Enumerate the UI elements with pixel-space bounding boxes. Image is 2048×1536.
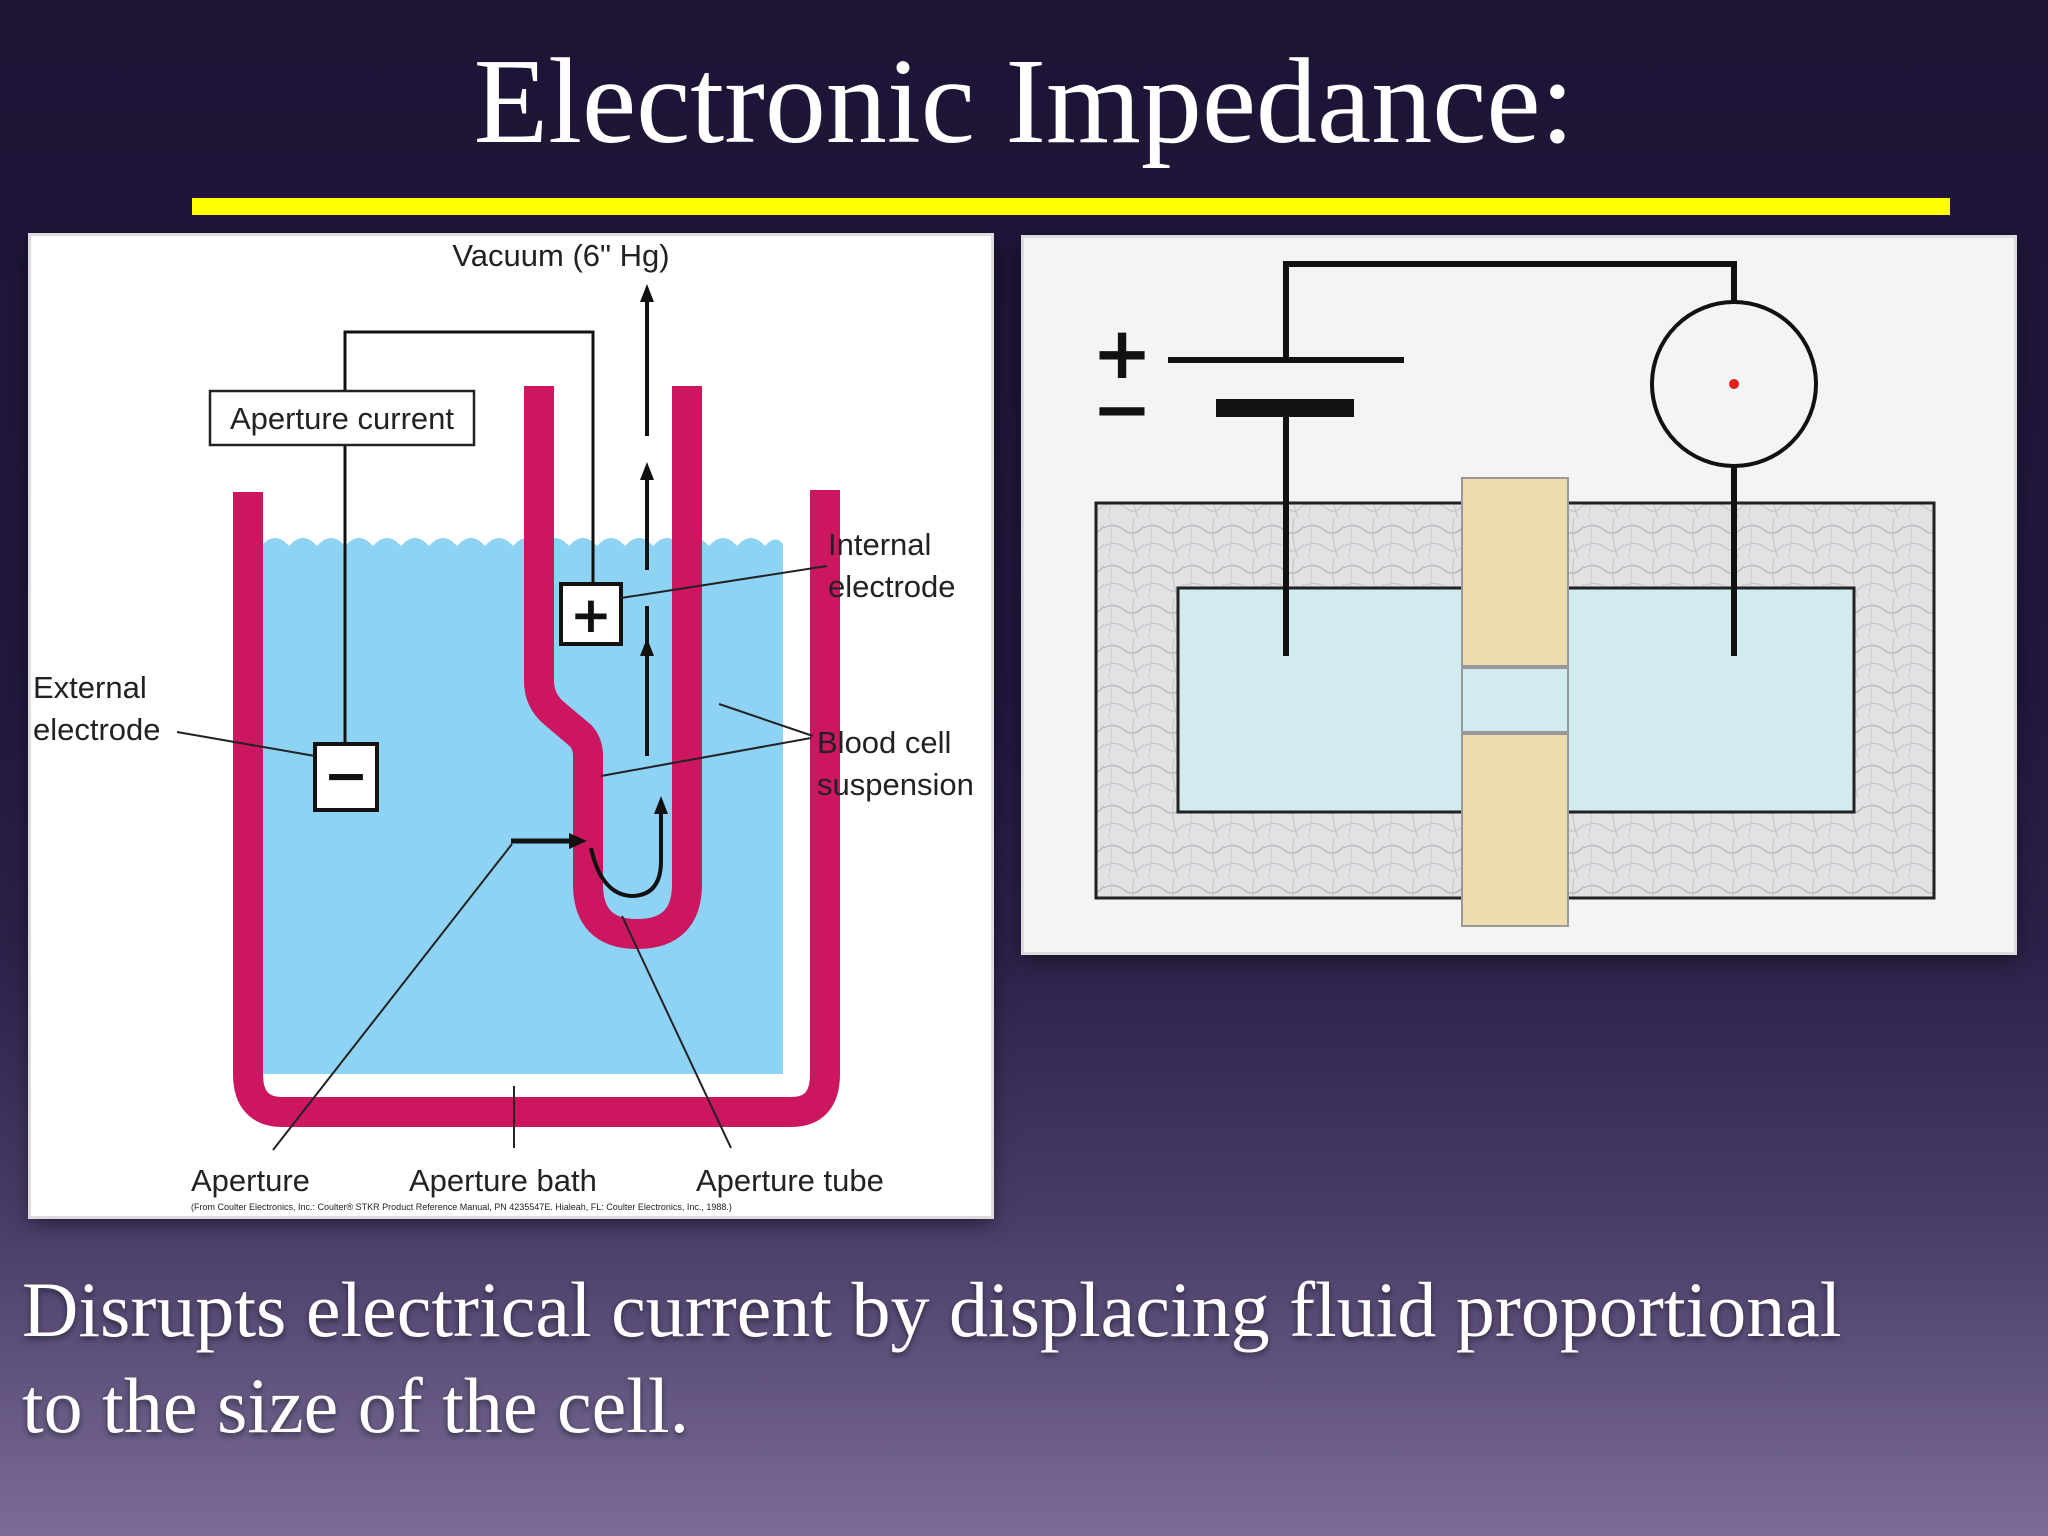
internal-electrode — [559, 582, 623, 646]
meter-indicator-dot — [1729, 379, 1739, 389]
flow-u-arrowhead — [654, 796, 668, 814]
aperture-diagram: Aperture current + − Vacuum (6" Hg) Inte… — [33, 238, 974, 1212]
blood-cell-label-2: suspension — [817, 767, 974, 802]
internal-electrode-plus: + — [570, 586, 612, 644]
leader-lines — [176, 565, 828, 1151]
aperture-current-label: Aperture current — [230, 401, 454, 436]
title-underline — [192, 198, 1950, 215]
impedance-schematic-panel: + − — [1024, 238, 2014, 952]
external-electrode-minus: − — [323, 744, 368, 807]
aperture-tube — [524, 386, 702, 949]
aperture-opening — [1461, 667, 1569, 733]
aperture-wall-top — [1461, 477, 1569, 667]
aperture-diagram-panel: Aperture current + − Vacuum (6" Hg) Inte… — [31, 236, 991, 1216]
figure-credit: (From Coulter Electronics, Inc.: Coulter… — [191, 1202, 732, 1212]
battery-minus-sign: − — [1092, 367, 1152, 451]
vacuum-label: Vacuum (6" Hg) — [452, 238, 669, 273]
internal-electrode-label-1: Internal — [828, 527, 931, 562]
internal-electrode-label-2: electrode — [828, 569, 956, 604]
vacuum-arrowhead-1 — [640, 284, 654, 302]
aperture-current-box — [208, 389, 476, 447]
aperture-tube-label: Aperture tube — [696, 1163, 884, 1198]
blood-cell-label-1: Blood cell — [817, 725, 951, 760]
battery-plus-sign: + — [1092, 311, 1152, 395]
aperture-wall-bottom — [1461, 733, 1569, 927]
body-line-2: to the size of the cell. — [22, 1362, 690, 1449]
external-electrode — [313, 742, 379, 812]
external-electrode-label-2: electrode — [33, 712, 161, 747]
aperture-label: Aperture — [191, 1163, 310, 1198]
slide-title: Electronic Impedance: — [473, 34, 1575, 169]
circuit-wire-top — [1283, 261, 1737, 304]
vacuum-arrowhead-3 — [640, 638, 654, 656]
aperture-flow-arrowhead — [569, 833, 587, 849]
external-electrode-label-1: External — [33, 670, 147, 705]
vacuum-arrowhead-2 — [640, 462, 654, 480]
circuit-wire — [343, 330, 595, 744]
slide-body-text: Disrupts electrical current by displacin… — [22, 1262, 2032, 1454]
aperture-bath-label: Aperture bath — [409, 1163, 597, 1198]
body-line-1: Disrupts electrical current by displacin… — [22, 1266, 1842, 1353]
impedance-schematic: + − — [1092, 261, 1936, 927]
flow-u-arrow — [589, 806, 663, 899]
aperture-bath-vessel — [233, 490, 840, 1127]
